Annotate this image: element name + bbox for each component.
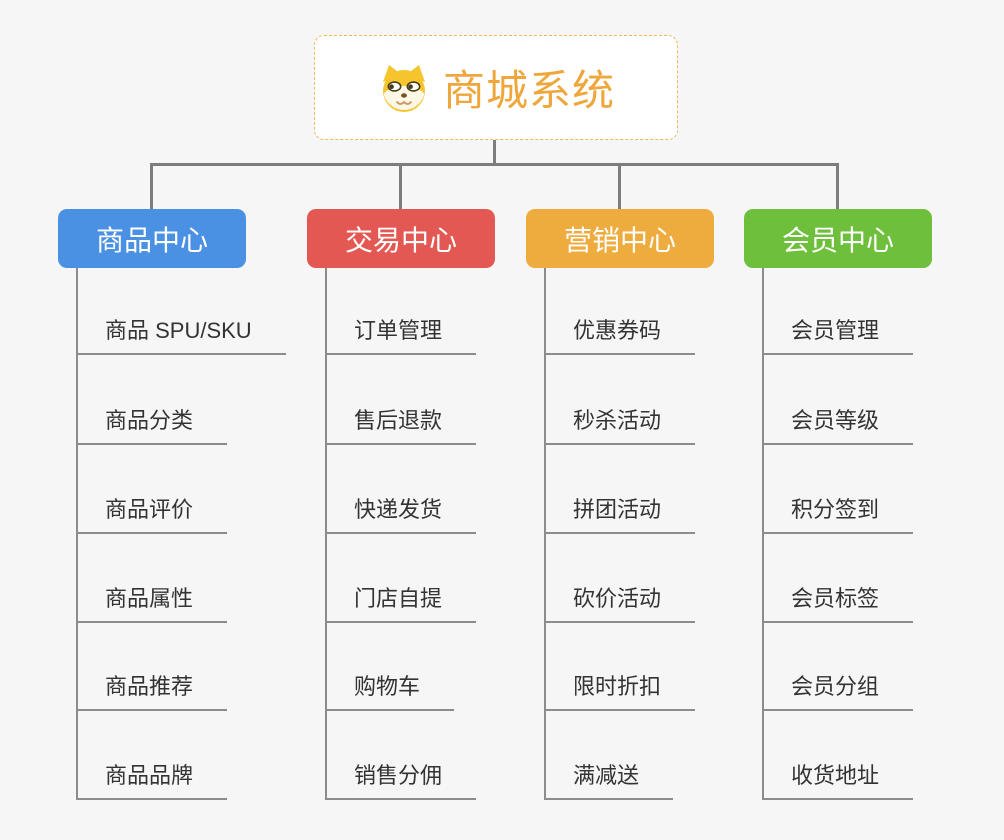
connector-drop-trade (399, 163, 402, 210)
branch-trunk-products (76, 268, 78, 800)
leaf-item[interactable]: 砍价活动 (544, 583, 696, 623)
branch-header-trade[interactable]: 交易中心 (307, 209, 495, 268)
leaf-item[interactable]: 购物车 (325, 671, 455, 711)
leaf-item[interactable]: 会员管理 (762, 315, 914, 355)
leaf-item[interactable]: 拼团活动 (544, 494, 696, 534)
leaf-item[interactable]: 优惠券码 (544, 315, 696, 355)
leaf-item[interactable]: 商品推荐 (76, 671, 228, 711)
leaf-item[interactable]: 门店自提 (325, 583, 477, 623)
leaf-item[interactable]: 会员等级 (762, 405, 914, 445)
root-title: 商城系统 (442, 67, 615, 114)
branch-header-member[interactable]: 会员中心 (744, 209, 932, 268)
leaf-item[interactable]: 会员分组 (762, 671, 914, 711)
leaf-item[interactable]: 订单管理 (325, 315, 477, 355)
shiba-dog-icon (377, 63, 431, 113)
leaf-item[interactable]: 满减送 (544, 760, 674, 800)
branch-trunk-trade (325, 268, 327, 800)
leaf-item[interactable]: 积分签到 (762, 494, 914, 534)
branch-header-marketing[interactable]: 营销中心 (526, 209, 714, 268)
leaf-item[interactable]: 售后退款 (325, 405, 477, 445)
connector-horizontal-bar (150, 163, 839, 166)
leaf-item[interactable]: 销售分佣 (325, 760, 477, 800)
leaf-item[interactable]: 秒杀活动 (544, 405, 696, 445)
leaf-item[interactable]: 商品品牌 (76, 760, 228, 800)
connector-drop-products (150, 163, 153, 210)
branch-header-products[interactable]: 商品中心 (58, 209, 246, 268)
connector-drop-marketing (618, 163, 621, 210)
leaf-item[interactable]: 限时折扣 (544, 671, 696, 711)
leaf-item[interactable]: 会员标签 (762, 583, 914, 623)
branch-trunk-marketing (544, 268, 546, 800)
root-node[interactable]: 商城系统 (314, 35, 678, 140)
leaf-item[interactable]: 商品分类 (76, 405, 228, 445)
leaf-item[interactable]: 商品 SPU/SKU (76, 315, 286, 355)
leaf-item[interactable]: 收货地址 (762, 760, 914, 800)
leaf-item[interactable]: 商品评价 (76, 494, 228, 534)
connector-root-stub (493, 140, 496, 165)
leaf-item[interactable]: 商品属性 (76, 583, 228, 623)
leaf-item[interactable]: 快递发货 (325, 494, 477, 534)
connector-drop-member (836, 163, 839, 210)
branch-trunk-member (762, 268, 764, 800)
